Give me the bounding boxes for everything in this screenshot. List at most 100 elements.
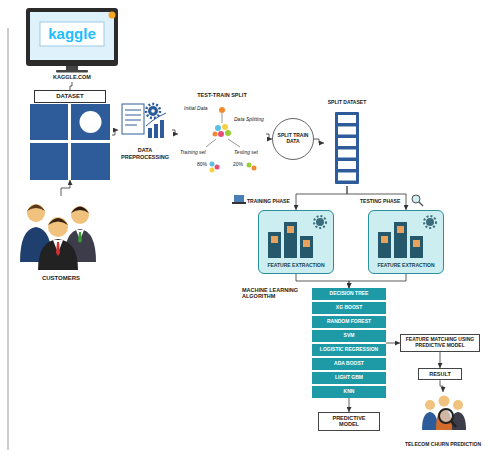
laptop-icon (232, 202, 246, 204)
split-dataset: SPLIT DATASET (324, 100, 370, 186)
algorithm-list: MACHINE LEARNING ALGORITHMDECISION TREEX… (312, 288, 386, 398)
customers-icon (27, 204, 45, 222)
node-label: LIGHT GBM (335, 375, 363, 381)
customers-icon (48, 217, 68, 237)
flow-arrow (172, 130, 178, 134)
split-tree-illustration (247, 163, 252, 168)
monitor-icon (109, 12, 116, 19)
customers-figure: CUSTOMERS (16, 196, 106, 282)
percent-label: 80% (197, 162, 207, 168)
prediction-figure: TELECOM CHURN PREDICTION (404, 392, 482, 448)
churn-icon (453, 400, 463, 410)
split-tree-illustration (213, 132, 218, 137)
churn-icon (439, 396, 450, 407)
split-dataset-icon (338, 138, 356, 146)
algorithm-box: XG BOOST (312, 302, 386, 314)
preprocessing-icon (160, 120, 164, 138)
node-label: PREDICTIVE MODEL (322, 415, 376, 428)
node-label: LOGISTIC REGRESSION (320, 347, 378, 353)
split-dataset-icon (338, 115, 356, 123)
node-label: RESULT (429, 371, 451, 377)
churn-icon (439, 409, 453, 423)
split-tree-illustration (252, 166, 257, 171)
split-dataset-icon (338, 161, 356, 169)
feature-icon (368, 210, 444, 274)
flow-arrow (347, 186, 406, 210)
feature-icon (258, 210, 334, 274)
preprocessing-icon (148, 128, 152, 138)
flow-arrow (314, 139, 324, 143)
flow-arrow (349, 398, 350, 412)
feature-box: FEATURE EXTRACTION (368, 210, 444, 274)
split-tree-illustration (225, 130, 231, 136)
node-label: DECISION TREE (330, 291, 369, 297)
process-box: PREDICTIVE MODEL (318, 412, 380, 431)
preprocessing-icon (122, 104, 144, 134)
preprocessing-icon (125, 120, 141, 121)
feature-icon (426, 218, 434, 226)
churn-icon (451, 421, 456, 427)
monitor-icon (26, 8, 118, 66)
preprocessing-icon (125, 115, 141, 116)
node-label: TELECOM CHURN PREDICTION (405, 442, 481, 448)
node-label: SPLIT DATASET (328, 100, 366, 106)
flow-arrow (266, 134, 272, 139)
algorithm-box: LOGISTIC REGRESSION (312, 344, 386, 356)
split-tree-illustration (222, 124, 228, 130)
customers-icon (38, 239, 78, 270)
churn-icon (422, 396, 466, 431)
sketch-label: Testing set (234, 150, 258, 156)
preprocessing-icon (154, 124, 158, 138)
website-monitor: kaggleKAGGLE.COM (22, 8, 122, 82)
split-circle: SPLIT TRAIN DATA (272, 118, 314, 160)
split-tree-illustration (228, 139, 240, 147)
split-tree-illustration (206, 139, 216, 147)
split-dataset-icon (338, 127, 356, 135)
split-circle-outline (273, 119, 314, 160)
node-label: XG BOOST (336, 305, 362, 311)
split-dataset-icon (335, 112, 359, 184)
customers-icon (27, 205, 45, 212)
feature-icon (268, 232, 281, 258)
customers-icon (71, 206, 89, 224)
dataset-grid (71, 104, 110, 140)
node-label: KAGGLE.COM (22, 74, 122, 80)
dataset-grid (30, 104, 68, 140)
customers-icon (78, 232, 82, 243)
feature-icon (316, 218, 324, 226)
node-label: DATASET (34, 90, 106, 103)
feature-box: FEATURE EXTRACTION (258, 210, 334, 274)
preprocessing-icon (125, 110, 141, 111)
customers-icon (20, 204, 96, 270)
flow-arrow (349, 274, 406, 288)
split-dataset-icon (338, 173, 356, 181)
node-label: DATA PREPROCESSING (118, 147, 172, 160)
dataset-grid (30, 104, 110, 180)
churn-icon (436, 409, 452, 430)
preprocessing-icon (125, 125, 137, 126)
node-label: ADA BOOST (334, 361, 364, 367)
flow-arrow (296, 186, 347, 210)
split-tree-illustration (218, 131, 224, 137)
dataset-block: DATASET (28, 90, 112, 180)
customers-icon (56, 242, 60, 256)
feature-icon (394, 222, 407, 258)
process-box: FEATURE MATCHING USING PREDICTIVE MODEL (400, 334, 480, 352)
magnifier-icon (419, 202, 423, 206)
churn-icon (425, 400, 435, 410)
feature-icon (303, 240, 310, 247)
magnifier-icon (412, 195, 420, 203)
algorithm-box: LIGHT GBM (312, 372, 386, 384)
feature-icon (410, 236, 423, 258)
feature-icon (397, 226, 404, 233)
customers-icon (48, 218, 68, 225)
flow-arrow (112, 130, 118, 135)
laptop-icon (232, 195, 246, 204)
flow-arrow (296, 274, 349, 288)
feature-icon (413, 240, 420, 247)
dataset-grid (30, 104, 110, 180)
node-label: SVM (344, 333, 355, 339)
sketch-label: Training set (180, 150, 206, 156)
flow-arrow (386, 343, 400, 344)
node-label: SPLIT TRAIN DATA (277, 133, 309, 145)
